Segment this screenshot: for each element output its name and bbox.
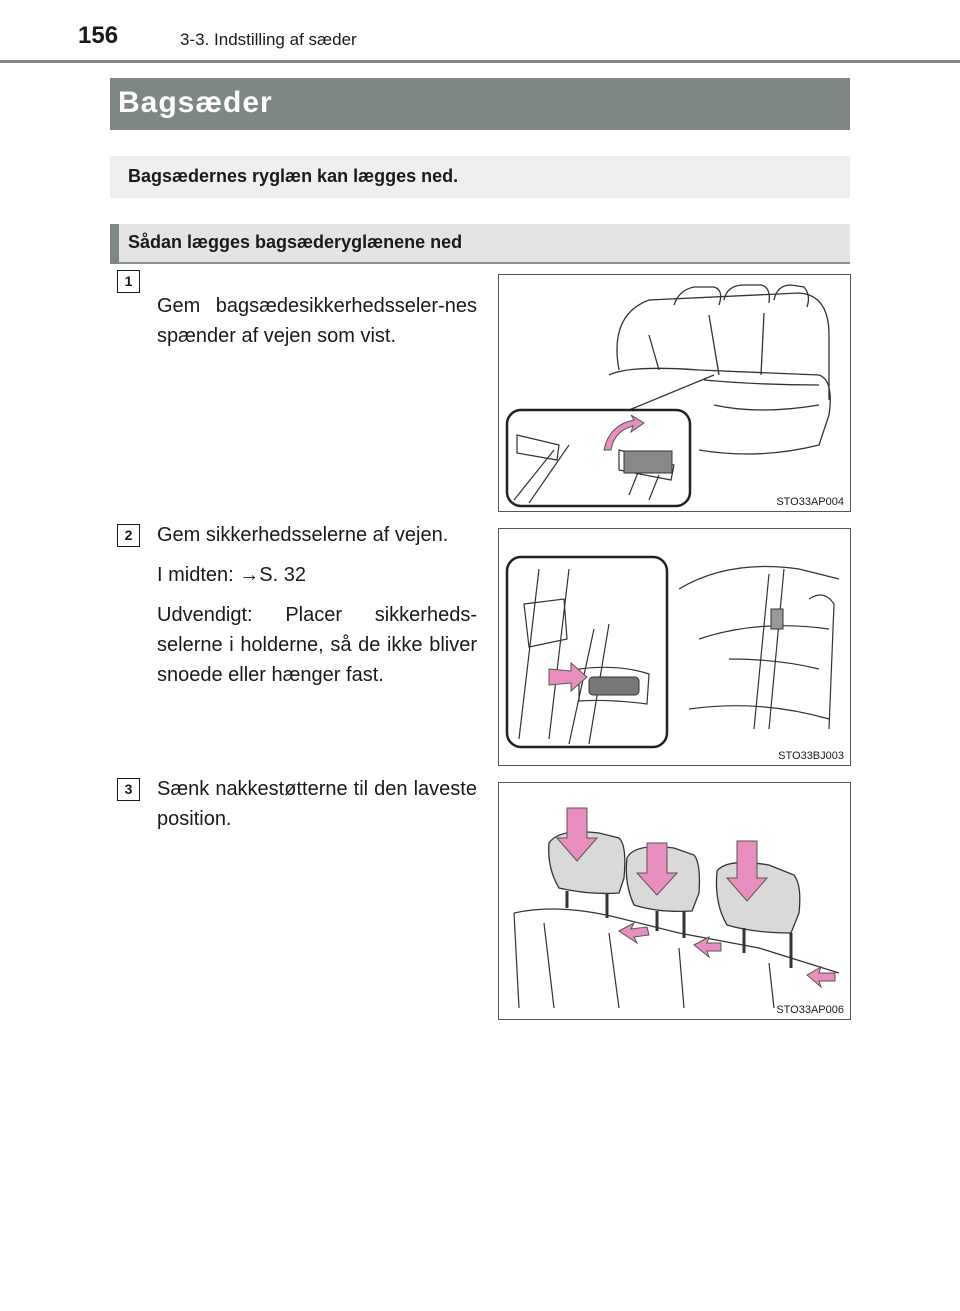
header-rule: [0, 60, 960, 63]
step-1-instruction: Gem bagsædesikkerhedsseler-nes spænder a…: [157, 295, 477, 347]
subheading-accent: [110, 224, 119, 264]
figure-belt-buckles: STO33AP004: [498, 274, 851, 512]
step-text-2: Gem sikkerhedsselerne af vejen. I midten…: [157, 520, 477, 700]
step-text-3: Sænk nakkestøtterne til den laveste posi…: [157, 774, 477, 844]
step-2-outer: Udvendigt: Placer sikkerheds-selerne i h…: [157, 604, 477, 686]
intro-box: Bagsædernes ryglæn kan lægges ned.: [110, 156, 850, 198]
step-number-3: 3: [117, 778, 140, 801]
step-3-instruction: Sænk nakkestøtterne til den laveste posi…: [157, 778, 477, 830]
step-number-1: 1: [117, 270, 140, 293]
step-2-instruction: Gem sikkerhedsselerne af vejen.: [157, 524, 449, 546]
page-title: Bagsæder: [118, 86, 273, 119]
step-text-1: Gem bagsædesikkerhedsseler-nes spænder a…: [157, 291, 477, 361]
headrest-illustration: [513, 807, 840, 1009]
page-number: 156: [78, 22, 119, 49]
figure-seat-belts: STO33BJ003: [498, 528, 851, 766]
figure-headrests: STO33AP006: [498, 782, 851, 1020]
subheading-box: Sådan lægges bagsæderyglænene ned: [110, 224, 850, 264]
title-bar: Bagsæder: [110, 78, 850, 130]
intro-text: Bagsædernes ryglæn kan lægges ned.: [128, 166, 459, 186]
figure-code-2: STO33BJ003: [778, 750, 844, 762]
section-reference: 3-3. Indstilling af sæder: [180, 30, 357, 49]
step-2-middle: I midten: →S. 32: [157, 564, 306, 586]
step-number-2: 2: [117, 524, 140, 547]
seat-buckle-illustration: [505, 284, 831, 508]
subheading: Sådan lægges bagsæderyglænene ned: [128, 232, 463, 252]
seat-belt-holder-illustration: [505, 555, 840, 749]
figure-code-1: STO33AP004: [776, 496, 844, 508]
figure-code-3: STO33AP006: [776, 1004, 844, 1016]
